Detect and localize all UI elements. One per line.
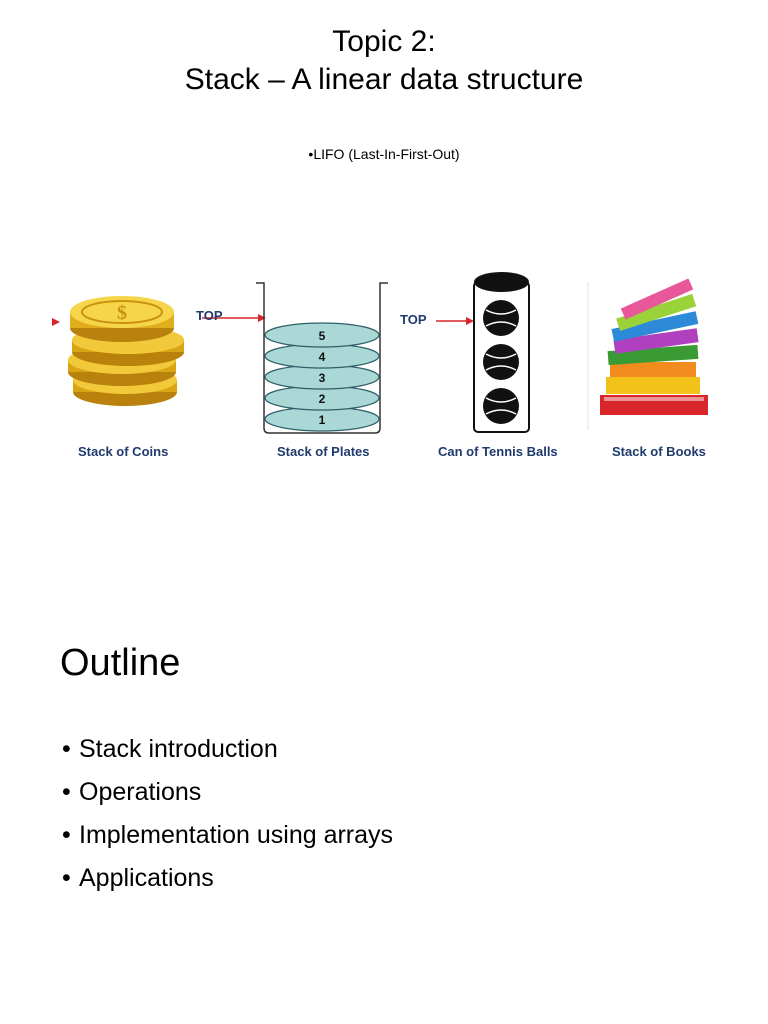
- svg-text:$: $: [117, 302, 127, 324]
- plate-number: 3: [319, 371, 326, 385]
- caption-coins: Stack of Coins: [78, 444, 169, 459]
- plates-icon: 1 2 3 4 5: [264, 322, 380, 432]
- bullet-dot-icon: •: [62, 778, 71, 806]
- slide-title-line-1: Topic 2:: [332, 25, 436, 58]
- outline-bullet-list: • Stack introduction • Operations • Impleme…: [62, 728, 393, 900]
- caption-tennis-balls: Can of Tennis Balls: [438, 444, 558, 459]
- plate-icon: [264, 322, 380, 348]
- bullet-dot-icon: •: [62, 735, 71, 763]
- plates-container-icon: [256, 282, 388, 434]
- caption-books: Stack of Books: [612, 444, 706, 459]
- outline-bullet-text: Implementation using arrays: [79, 821, 394, 849]
- bullet-dot-icon: •: [62, 821, 71, 849]
- slide-outline: Outline • Stack introduction • Operations …: [0, 512, 768, 1024]
- outline-bullet-item: • Applications: [62, 857, 393, 900]
- outline-bullet-item: • Stack introduction: [62, 728, 393, 771]
- outline-title: Outline: [60, 642, 181, 684]
- tennis-ball-icon: [483, 300, 519, 336]
- tennis-can-icon: [473, 272, 530, 433]
- caption-plates: Stack of Plates: [277, 444, 370, 459]
- plate-number: 2: [319, 392, 326, 406]
- books-icon: [600, 278, 708, 415]
- outline-bullet-item: • Implementation using arrays: [62, 814, 393, 857]
- top-label-plates: TOP: [196, 308, 223, 323]
- outline-bullet-text: Applications: [79, 864, 214, 892]
- outline-bullet-item: • Operations: [62, 771, 393, 814]
- outline-bullet-text: Stack introduction: [79, 735, 278, 763]
- plate-number: 5: [319, 329, 326, 343]
- outline-bullet-text: Operations: [79, 778, 202, 806]
- coins-icon: $: [68, 296, 184, 406]
- tennis-ball-icon: [483, 344, 519, 380]
- lifo-bullet: •LIFO (Last-In-First-Out): [308, 146, 460, 162]
- plate-number: 1: [319, 413, 326, 427]
- tennis-ball-icon: [483, 388, 519, 424]
- bullet-dot-icon: •: [62, 864, 71, 892]
- coin-arrow-icon: [52, 318, 60, 326]
- slide-title-line-2: Stack – A linear data structure: [184, 63, 584, 96]
- plate-number: 4: [319, 350, 326, 364]
- stack-examples-illustration: $ 1 2 3 4 5: [52, 272, 708, 434]
- top-label-balls: TOP: [400, 312, 427, 327]
- slide-topic-2: Topic 2: Stack – A linear data structure…: [52, 25, 708, 459]
